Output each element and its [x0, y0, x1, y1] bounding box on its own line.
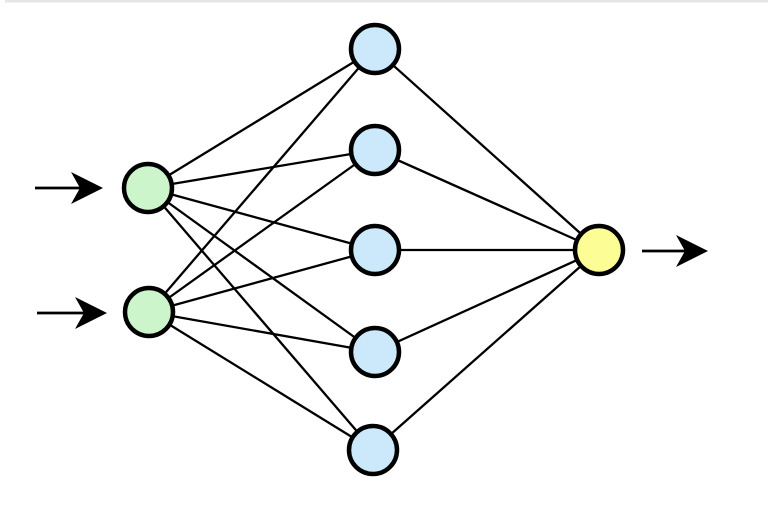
edge-h5-o1	[372, 249, 600, 451]
edge-i2-h3	[148, 248, 376, 314]
edge-i2-h5	[148, 311, 374, 451]
input-arrow-1-head-icon	[71, 172, 103, 204]
hidden-node-1	[348, 22, 402, 76]
input-arrow-2	[37, 297, 107, 329]
hidden-node-2	[348, 123, 402, 177]
input-node-1	[121, 161, 175, 215]
input-node-2	[122, 285, 176, 339]
edge-i1-h2	[147, 148, 376, 190]
input-arrow-2-head-icon	[75, 297, 107, 329]
edge-i1-h1	[147, 48, 376, 189]
output-arrow-head-icon	[676, 235, 708, 267]
edge-h2-o1	[374, 148, 600, 252]
edge-layer	[147, 48, 600, 451]
input-arrow-1	[35, 172, 103, 204]
hidden-node-4	[348, 325, 402, 379]
edge-i2-h2	[148, 149, 376, 313]
edge-i1-h3	[147, 186, 376, 252]
node-layer	[121, 22, 626, 477]
edge-i1-h5	[147, 187, 374, 451]
edge-h4-o1	[374, 248, 600, 354]
edge-h1-o1	[374, 48, 600, 251]
window-top-strip	[5, 0, 768, 3]
edge-i2-h4	[148, 310, 376, 354]
hidden-node-3	[348, 223, 402, 277]
output-node-1	[572, 223, 626, 277]
edge-i1-h4	[147, 187, 376, 353]
hidden-node-5	[346, 423, 400, 477]
edge-i2-h1	[148, 48, 376, 313]
output-arrow	[642, 235, 708, 267]
